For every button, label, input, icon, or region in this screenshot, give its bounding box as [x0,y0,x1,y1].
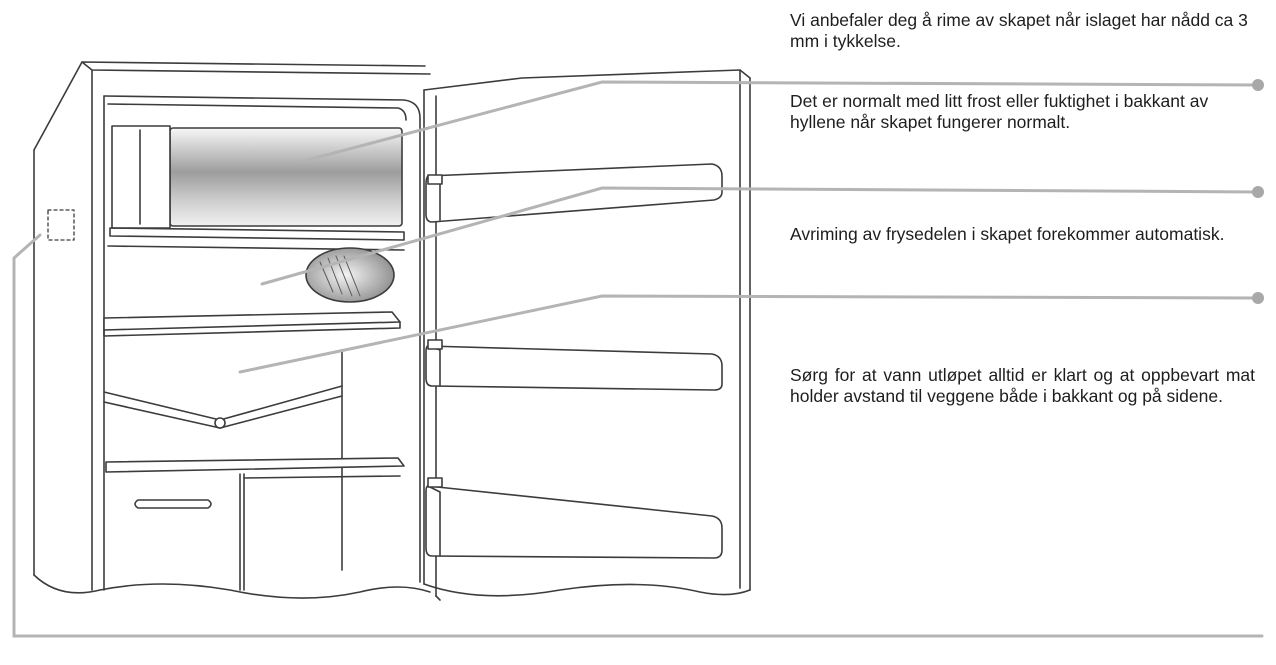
shelf-2 [106,458,404,590]
crisper-handle [135,500,211,508]
leader-dot-3 [1252,292,1264,304]
leader-line-3 [240,296,1258,372]
callout-drain-clearance: Sørg for at vann utløpet alltid er klart… [790,365,1255,407]
shelf-1 [104,312,400,336]
door-shelf-top [426,164,722,222]
callout-frost-normal: Det er normalt med litt frost eller fukt… [790,91,1255,133]
callout-defrost-ice: Vi anbefaler deg å rime av skapet når is… [790,10,1255,52]
side-panel-marker [48,210,74,240]
leader-dot-1 [1252,79,1264,91]
door-shelf-bottom [426,478,722,558]
lamp-cover [306,248,394,302]
callout-auto-defrost: Avriming av frysedelen i skapet forekomm… [790,224,1255,245]
leader-dot-2 [1252,186,1264,198]
freezer-compartment [108,104,406,250]
door-shelf-middle [426,340,722,390]
